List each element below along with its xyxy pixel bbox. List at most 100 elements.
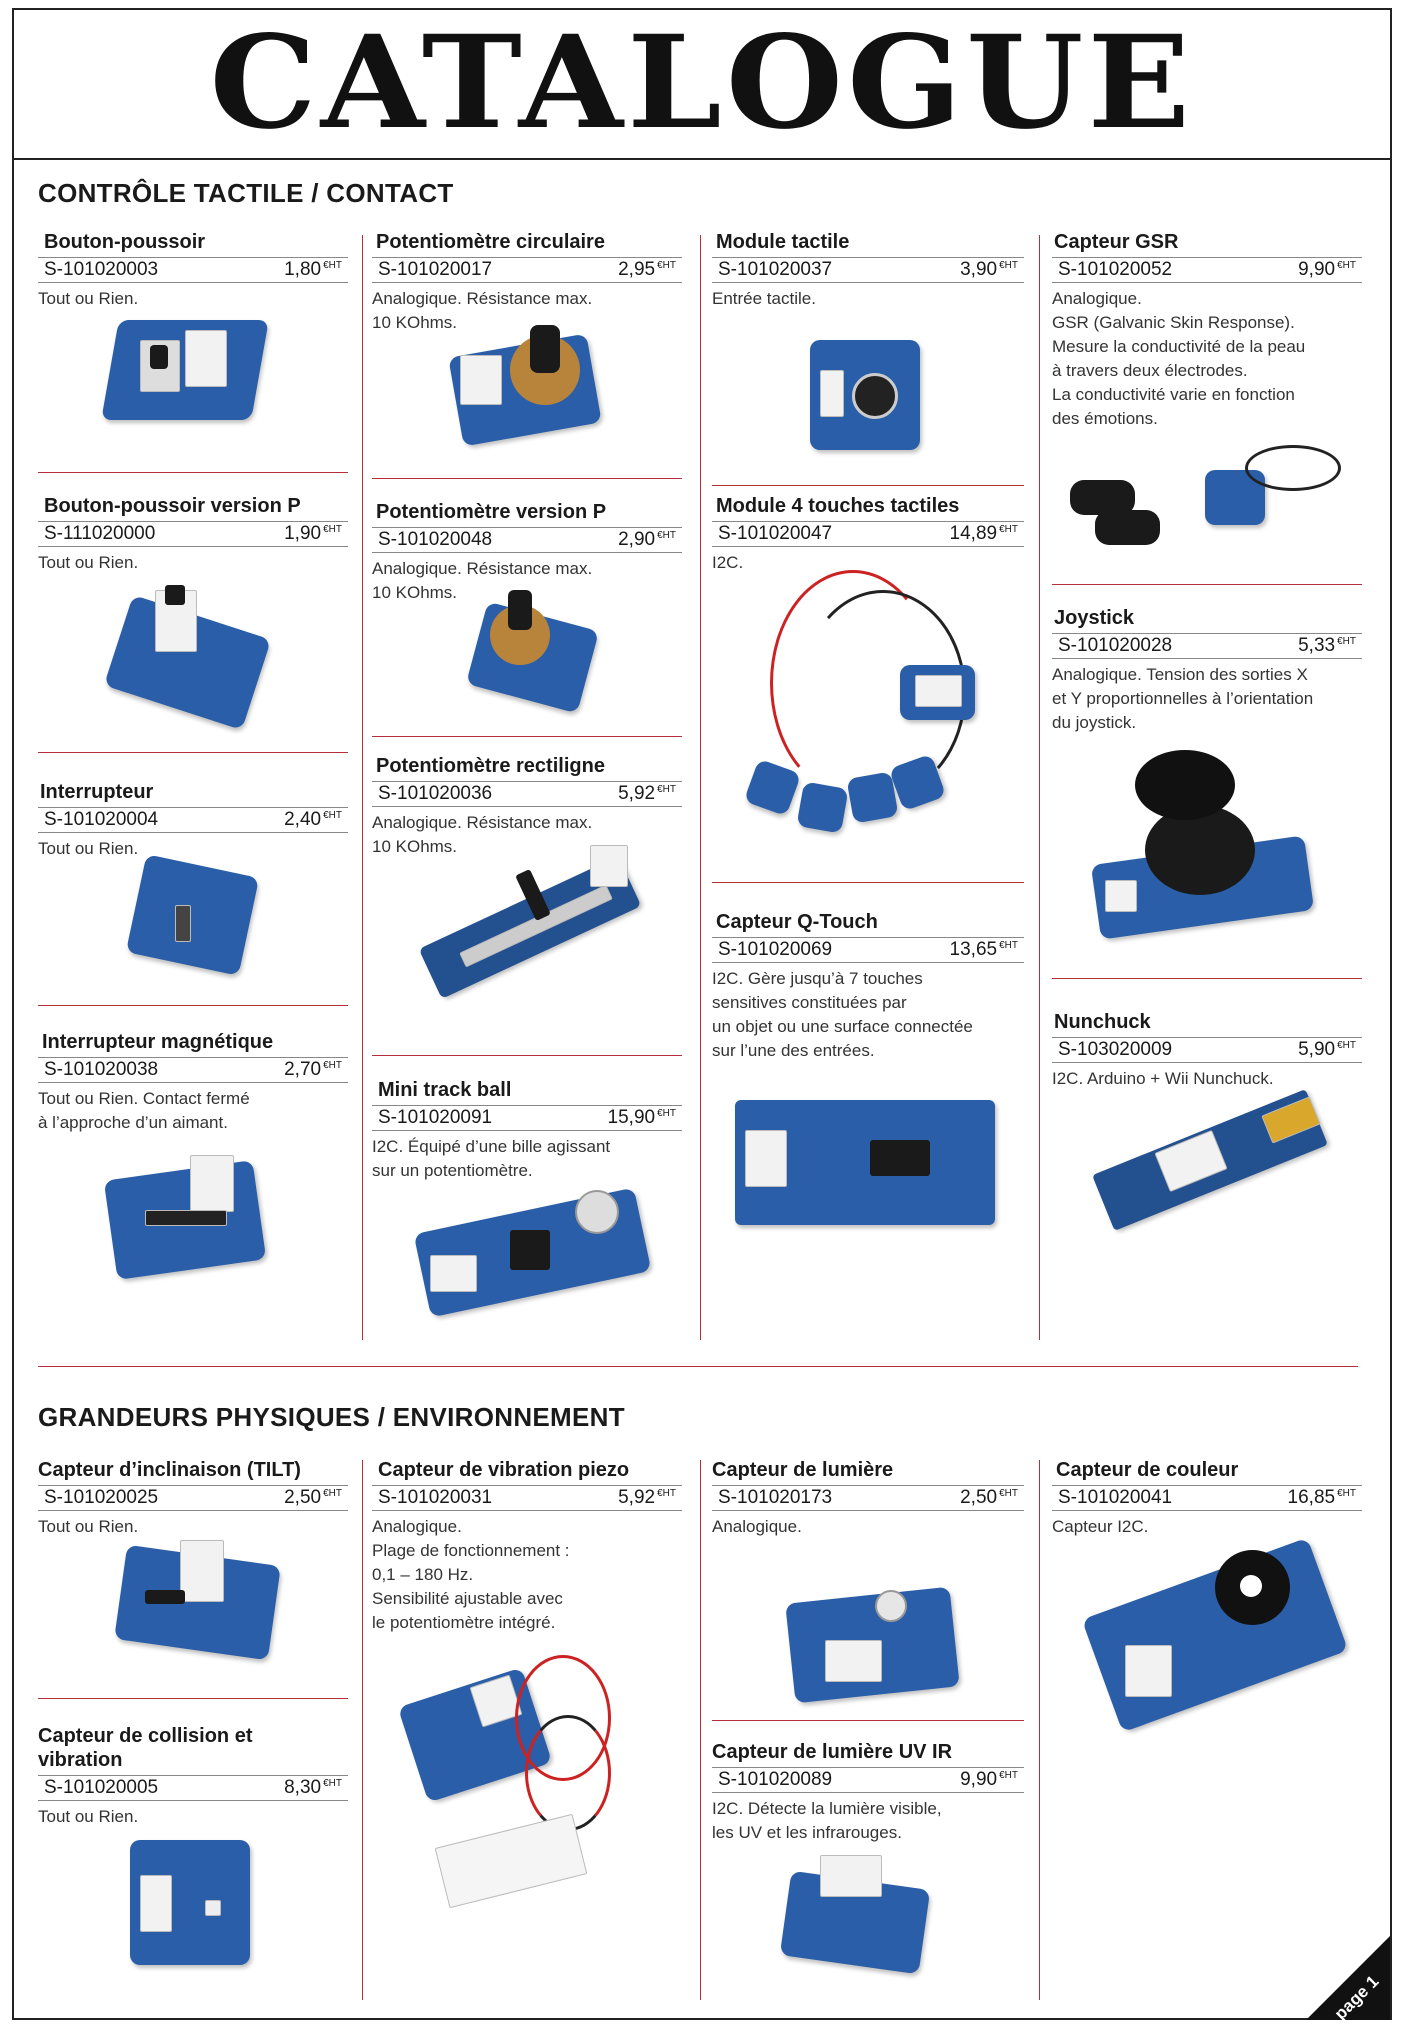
product-ref-row: S-101020173 2,50€HT xyxy=(712,1485,1024,1511)
product-ref-row: S-101020036 5,92€HT xyxy=(372,781,682,807)
catalogue-title: CATALOGUE xyxy=(209,8,1195,158)
item-separator xyxy=(372,478,682,479)
product-image xyxy=(779,1855,931,1975)
product-ref: S-101020041 xyxy=(1058,1487,1173,1508)
product-ref-row: S-101020031 5,92€HT xyxy=(372,1485,682,1511)
item-separator xyxy=(712,882,1024,883)
section-divider xyxy=(38,1366,1358,1367)
product-image xyxy=(1090,750,1315,945)
product-ref: S-101020037 xyxy=(718,259,833,280)
product-price: 5,33€HT xyxy=(1298,635,1356,656)
product-image xyxy=(810,335,925,455)
product-description: Analogique. Résistance max. 10 KOhms. xyxy=(372,813,593,856)
page-frame xyxy=(12,8,1392,2020)
product-image xyxy=(730,1095,1000,1230)
product-name: Potentiomètre rectiligne xyxy=(376,755,605,777)
product-image xyxy=(1081,1537,1349,1733)
product-price: 2,90€HT xyxy=(618,529,676,550)
product-price: 2,95€HT xyxy=(618,259,676,280)
item-separator xyxy=(372,736,682,737)
product-name: Bouton-poussoir xyxy=(44,231,206,253)
product-ref-row: S-101020005 8,30€HT xyxy=(38,1775,348,1801)
product-name: Potentiomètre circulaire xyxy=(376,231,605,253)
product-ref-row: S-101020089 9,90€HT xyxy=(712,1767,1024,1793)
product-price: 5,92€HT xyxy=(618,783,676,804)
product-item: Joystick S-101020028 5,33€HT Analogique.… xyxy=(1052,606,1362,735)
product-name: Capteur d’inclinaison (TILT) xyxy=(38,1459,301,1481)
product-ref: S-101020052 xyxy=(1058,259,1173,280)
product-item: Capteur GSR S-101020052 9,90€HT Analogiq… xyxy=(1052,230,1362,431)
product-item: Capteur de lumière S-101020173 2,50€HT A… xyxy=(712,1458,1024,1539)
product-description: I2C. Équipé d’une bille agissant sur un … xyxy=(372,1137,611,1180)
product-name: Interrupteur xyxy=(40,781,154,803)
product-price: 2,50€HT xyxy=(284,1487,342,1508)
item-separator xyxy=(38,1698,348,1699)
product-description: Entrée tactile. xyxy=(712,289,816,308)
product-image xyxy=(110,1535,285,1661)
product-item: Potentiomètre circulaire S-101020017 2,9… xyxy=(372,230,682,335)
product-price: 13,65€HT xyxy=(949,939,1018,960)
product-price: 9,90€HT xyxy=(1298,259,1356,280)
product-item: Module tactile S-101020037 3,90€HT Entré… xyxy=(712,230,1024,311)
column-separator xyxy=(1039,1460,1040,2000)
product-name: Capteur GSR xyxy=(1054,231,1179,253)
product-price: 1,80€HT xyxy=(284,259,342,280)
product-ref: S-101020038 xyxy=(44,1059,159,1080)
product-ref: S-101020089 xyxy=(718,1769,833,1790)
column-separator xyxy=(362,1460,363,2000)
product-item: Capteur de lumière UV IR S-101020089 9,9… xyxy=(712,1740,1024,1845)
product-description: I2C. Gère jusqu’à 7 touches sensitives c… xyxy=(712,969,973,1060)
product-price: 9,90€HT xyxy=(960,1769,1018,1790)
product-item: Capteur de couleur S-101020041 16,85€HT … xyxy=(1052,1458,1362,1539)
product-name: Interrupteur magnétique xyxy=(42,1031,274,1053)
product-item: Potentiomètre rectiligne S-101020036 5,9… xyxy=(372,754,682,859)
product-name: Bouton-poussoir version P xyxy=(44,495,301,517)
item-separator xyxy=(1052,978,1362,979)
product-ref: S-101020069 xyxy=(718,939,833,960)
product-name: Module tactile xyxy=(716,231,850,253)
product-ref: S-101020091 xyxy=(378,1107,493,1128)
product-ref: S-101020047 xyxy=(718,523,833,544)
product-ref-row: S-101020041 16,85€HT xyxy=(1052,1485,1362,1511)
product-ref-row: S-101020037 3,90€HT xyxy=(712,257,1024,283)
product-item: Potentiomètre version P S-101020048 2,90… xyxy=(372,500,682,605)
item-separator xyxy=(1052,584,1362,585)
product-ref: S-101020004 xyxy=(44,809,159,830)
product-ref: S-101020036 xyxy=(378,783,493,804)
product-item: Mini track ball S-101020091 15,90€HT I2C… xyxy=(372,1078,682,1183)
product-description: Tout ou Rien. xyxy=(38,839,139,858)
product-name: Capteur de lumière UV IR xyxy=(712,1741,953,1763)
product-name: Potentiomètre version P xyxy=(376,501,607,523)
product-description: Analogique. Résistance max. 10 KOhms. xyxy=(372,559,593,602)
product-image xyxy=(100,1150,280,1290)
product-image xyxy=(100,310,270,420)
product-ref: S-111020000 xyxy=(44,523,156,544)
product-ref-row: S-101020091 15,90€HT xyxy=(372,1105,682,1131)
product-price: 3,90€HT xyxy=(960,259,1018,280)
product-price: 8,30€HT xyxy=(284,1777,342,1798)
product-description: Analogique. GSR (Galvanic Skin Response)… xyxy=(1052,289,1306,428)
product-name: Joystick xyxy=(1054,607,1135,629)
section-title-touch: CONTRÔLE TACTILE / CONTACT xyxy=(38,178,454,208)
item-separator xyxy=(372,1055,682,1056)
product-image xyxy=(410,840,650,1000)
product-image xyxy=(130,1840,255,1970)
product-description: Tout ou Rien. xyxy=(38,289,139,308)
product-image xyxy=(410,1185,655,1318)
product-image xyxy=(465,590,600,714)
product-item: Bouton-poussoir S-101020003 1,80€HT Tout… xyxy=(38,230,348,311)
product-image xyxy=(397,1655,665,1925)
product-name: Capteur Q-Touch xyxy=(716,911,878,933)
product-description: Tout ou Rien. xyxy=(38,1517,139,1536)
item-separator xyxy=(38,472,348,473)
catalogue-header: CATALOGUE xyxy=(12,8,1392,160)
product-item: Capteur d’inclinaison (TILT) S-101020025… xyxy=(38,1458,348,1539)
product-item: Interrupteur magnétique S-101020038 2,70… xyxy=(38,1030,348,1135)
product-item: Module 4 touches tactiles S-101020047 14… xyxy=(712,494,1024,575)
product-ref: S-101020017 xyxy=(378,259,493,280)
product-ref-row: S-101020069 13,65€HT xyxy=(712,937,1024,963)
product-ref: S-101020003 xyxy=(44,259,159,280)
product-description: Analogique. xyxy=(712,1517,802,1536)
product-ref-row: S-111020000 1,90€HT xyxy=(38,521,348,547)
section-title-environment: GRANDEURS PHYSIQUES / ENVIRONNEMENT xyxy=(38,1402,625,1432)
